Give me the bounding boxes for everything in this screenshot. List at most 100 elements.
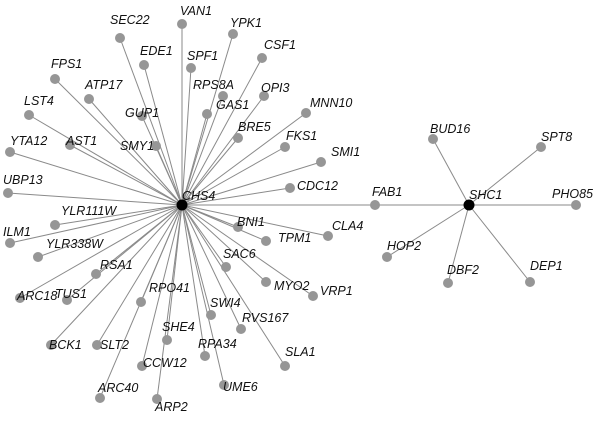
- node-arp2: [152, 394, 162, 404]
- edge-yta12-chs4: [9, 151, 183, 206]
- node-label-ilm1: ILM1: [3, 225, 31, 239]
- node-label-pho85: PHO85: [552, 187, 593, 201]
- node-spf1: [186, 63, 196, 73]
- node-label-rps8a: RPS8A: [193, 78, 234, 92]
- edge-hop2-shc1: [386, 204, 470, 258]
- node-spt8: [536, 142, 546, 152]
- node-label-fks1: FKS1: [286, 129, 317, 143]
- node-ypk1: [228, 29, 238, 39]
- edge-ede1-chs4: [143, 64, 183, 206]
- node-fab1: [370, 200, 380, 210]
- edge-smi1-chs4: [181, 161, 322, 206]
- node-label-spt8: SPT8: [541, 130, 572, 144]
- edge-ume6-chs4: [181, 204, 225, 386]
- edge-rps8a-chs4: [181, 95, 224, 206]
- node-label-lst4: LST4: [24, 94, 54, 108]
- edge-bud16-shc1: [432, 138, 470, 206]
- node-gas1: [202, 109, 212, 119]
- edge-smy1-chs4: [155, 145, 183, 206]
- node-label-dbf2: DBF2: [447, 263, 479, 277]
- node-label-mnn10: MNN10: [310, 96, 352, 110]
- node-label-rvs167: RVS167: [242, 311, 289, 325]
- node-label-smy1: SMY1: [120, 139, 154, 153]
- edge-sac6-chs4: [181, 204, 227, 268]
- node-hop2: [382, 252, 392, 262]
- edge-bck1-chs4: [50, 204, 183, 346]
- edge-spt8-shc1: [468, 146, 542, 206]
- edge-fks1-chs4: [181, 146, 286, 206]
- node-label-ccw12: CCW12: [143, 356, 187, 370]
- edge-ilm1-chs4: [9, 204, 183, 244]
- node-dbf2: [443, 278, 453, 288]
- edge-sla1-chs4: [181, 204, 286, 367]
- node-label-fps1: FPS1: [51, 57, 82, 71]
- node-label-yta12: YTA12: [10, 134, 47, 148]
- node-label-shc1: SHC1: [469, 188, 502, 202]
- edge-gas1-chs4: [181, 113, 208, 206]
- node-label-ylr338w: YLR338W: [46, 237, 104, 251]
- node-smy1: [151, 141, 161, 151]
- node-label-tus1: TUS1: [55, 287, 87, 301]
- edge-spf1-chs4: [181, 67, 192, 206]
- node-label-ume6: UME6: [223, 380, 258, 394]
- edge-dep1-shc1: [468, 204, 531, 283]
- node-label-ede1: EDE1: [140, 44, 173, 58]
- node-rvs167: [236, 324, 246, 334]
- node-tpm1: [261, 236, 271, 246]
- edge-fps1-chs4: [54, 78, 183, 206]
- node-tus1: [62, 295, 72, 305]
- edge-ast1-chs4: [69, 144, 183, 206]
- node-label-gas1: GAS1: [216, 98, 249, 112]
- node-label-arc18: ARC18: [16, 289, 57, 303]
- node-slt2: [92, 340, 102, 350]
- node-label-tpm1: TPM1: [278, 231, 311, 245]
- node-sla1: [280, 361, 290, 371]
- edge-swi4-chs4: [181, 204, 212, 316]
- node-ccw12: [137, 361, 147, 371]
- node-label-gup1: GUP1: [125, 106, 159, 120]
- edge-rvs167-chs4: [181, 204, 242, 330]
- node-label-swi4: SWI4: [210, 296, 241, 310]
- node-rpo41: [136, 297, 146, 307]
- node-she4: [162, 335, 172, 345]
- node-mnn10: [301, 108, 311, 118]
- node-van1: [177, 19, 187, 29]
- node-label-sla1: SLA1: [285, 345, 316, 359]
- node-gup1: [137, 111, 147, 121]
- node-label-bud16: BUD16: [430, 122, 470, 136]
- edge-bre5-chs4: [181, 137, 239, 206]
- node-label-atp17: ATP17: [84, 78, 123, 92]
- node-label-bni1: BNI1: [237, 215, 265, 229]
- node-bck1: [46, 340, 56, 350]
- node-swi4: [206, 310, 216, 320]
- node-label-fab1: FAB1: [372, 185, 402, 199]
- node-ilm1: [5, 238, 15, 248]
- edge-ubp13-chs4: [7, 192, 183, 206]
- node-rpa34: [200, 351, 210, 361]
- node-label-smi1: SMI1: [331, 145, 360, 159]
- node-bni1: [233, 222, 243, 232]
- edge-sec22-chs4: [119, 37, 183, 206]
- edge-vrp1-chs4: [181, 204, 314, 297]
- edge-arp2-chs4: [156, 204, 183, 400]
- node-ylr338w: [33, 252, 43, 262]
- edge-cdc12-chs4: [181, 187, 291, 206]
- node-label-spf1: SPF1: [187, 49, 218, 63]
- node-fks1: [280, 142, 290, 152]
- node-ubp13: [3, 188, 13, 198]
- node-label-she4: SHE4: [162, 320, 195, 334]
- node-label-rpo41: RPO41: [149, 281, 190, 295]
- node-rsa1: [91, 269, 101, 279]
- network-nodes: [3, 19, 581, 404]
- node-label-slt2: SLT2: [100, 338, 129, 352]
- edge-rpa34-chs4: [181, 204, 206, 357]
- node-bud16: [428, 134, 438, 144]
- node-label-opi3: OPI3: [261, 81, 290, 95]
- node-label-myo2: MYO2: [274, 279, 309, 293]
- node-ede1: [139, 60, 149, 70]
- node-vrp1: [308, 291, 318, 301]
- node-sac6: [221, 262, 231, 272]
- edge-myo2-chs4: [181, 204, 267, 283]
- node-ume6: [219, 380, 229, 390]
- network-edges: [7, 24, 576, 400]
